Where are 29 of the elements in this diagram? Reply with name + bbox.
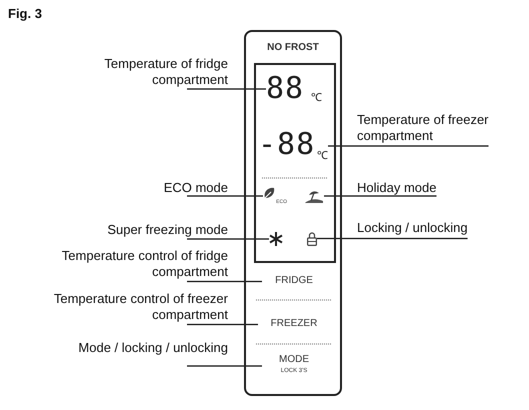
segment-digits: 88 — [266, 72, 304, 106]
callout-label: Locking / unlocking — [357, 220, 490, 240]
callout-label: Temperature of fridge compartment — [60, 56, 228, 90]
control-panel — [244, 30, 342, 396]
figure-title: Fig. 3 — [8, 6, 42, 21]
button-label: FREEZER — [270, 317, 318, 331]
leader-line — [328, 145, 489, 147]
segment-digits: -88 — [258, 128, 316, 162]
leader-line — [187, 365, 262, 367]
callout-label: Temperature control of fridge compartment — [50, 248, 228, 282]
callout-label: Mode / locking / unlocking — [30, 340, 228, 368]
callout-label: Super freezing mode — [60, 222, 228, 240]
leader-line — [187, 280, 262, 282]
button-label: FRIDGE — [274, 274, 314, 288]
leader-line — [187, 88, 266, 90]
display-screen — [254, 63, 336, 263]
callout-label: Temperature of freezer compartment — [357, 112, 507, 148]
leader-line — [324, 195, 436, 197]
button-label: MODE — [278, 353, 310, 367]
leader-line — [187, 195, 263, 197]
leader-line — [187, 238, 269, 240]
leader-line — [317, 238, 468, 240]
callout-label: Temperature control of freezer compartment — [50, 291, 228, 325]
callout-label: ECO mode — [120, 180, 228, 198]
unit-label: ℃ — [317, 150, 328, 162]
panel-heading: NO FROST — [267, 42, 319, 53]
unit-label: ℃ — [311, 92, 322, 104]
callout-label: Holiday mode — [357, 180, 490, 198]
leader-line — [187, 324, 258, 326]
